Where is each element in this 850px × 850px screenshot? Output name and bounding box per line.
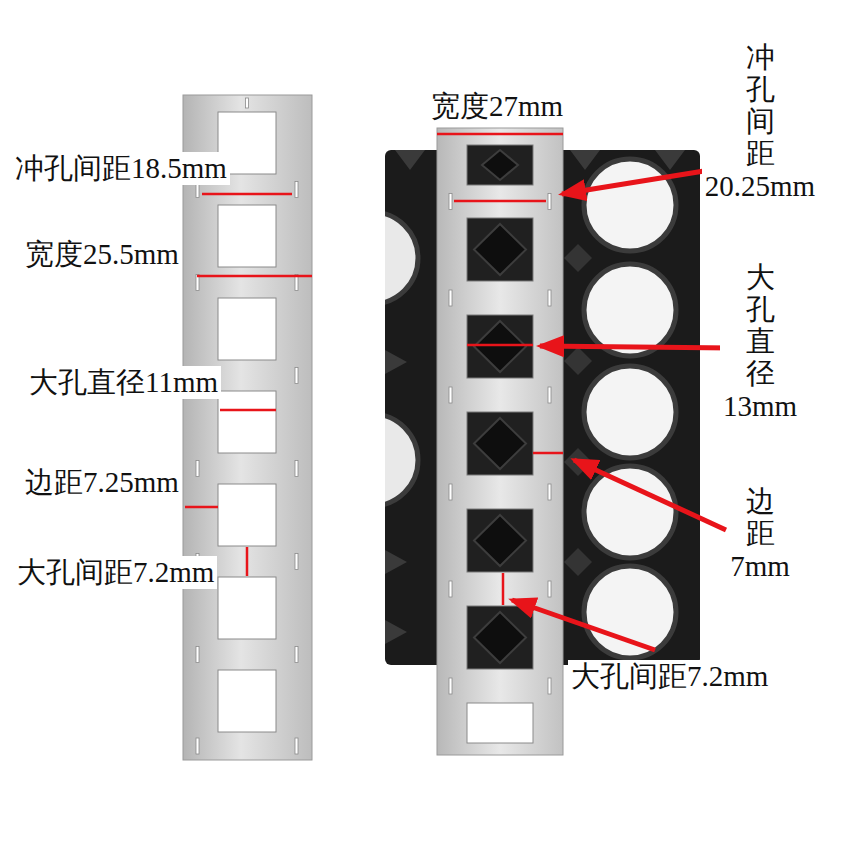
- label-character: 孔: [746, 74, 775, 106]
- punch-slot: [295, 738, 298, 754]
- holder-rib: [474, 612, 526, 663]
- dimension-line: [533, 452, 563, 455]
- punch-slot: [449, 484, 452, 500]
- square-hole: [467, 703, 533, 743]
- label-character: 边: [746, 486, 775, 518]
- square-hole: [218, 205, 276, 267]
- square-hole: [218, 577, 276, 639]
- square-hole: [467, 218, 533, 281]
- dimension-label: 宽度25.5mm: [22, 238, 182, 271]
- holder-rib: [385, 550, 407, 574]
- holder-rib: [385, 350, 407, 374]
- square-hole: [218, 484, 276, 546]
- label-character: 距: [746, 138, 775, 170]
- dimension-label: 大孔直径11mm: [26, 366, 221, 399]
- square-hole: [467, 606, 533, 669]
- nickel-strip: [183, 95, 312, 760]
- holder-rib: [474, 515, 526, 566]
- callout-arrow: [540, 346, 732, 348]
- cell-opening: [584, 159, 676, 251]
- label-character: 大: [746, 262, 775, 294]
- cell-opening: [584, 466, 676, 558]
- punch-slot: [449, 387, 452, 403]
- holder-rib: [564, 347, 592, 375]
- dimension-line: [197, 275, 312, 278]
- punch-slot: [449, 581, 452, 597]
- nickel-strip: [437, 128, 563, 755]
- dimension-label: 边距7.25mm: [22, 466, 182, 499]
- punch-slot: [196, 461, 199, 477]
- holder-rib: [564, 244, 592, 272]
- dimension-line: [220, 409, 276, 412]
- punch-slot: [196, 738, 199, 754]
- dimension-line: [454, 200, 546, 203]
- punch-slot: [449, 194, 452, 210]
- dimension-line: [502, 573, 505, 605]
- punch-slot: [449, 678, 452, 694]
- punch-slot: [548, 678, 551, 694]
- dimension-label: 大孔间距7.2mm: [14, 556, 217, 589]
- punch-slot: [449, 290, 452, 306]
- holder-rib: [474, 224, 526, 275]
- label-number: 7mm: [730, 550, 790, 583]
- label-character: 直: [746, 326, 775, 358]
- square-hole: [218, 391, 276, 453]
- cell-opening: [584, 566, 676, 658]
- dimension-line: [437, 133, 563, 136]
- cell-opening: [584, 366, 676, 458]
- holder-rib: [395, 150, 425, 170]
- punch-slot: [246, 98, 249, 108]
- cell-opening: [584, 264, 676, 356]
- label-character: 间: [746, 106, 775, 138]
- punch-slot: [295, 554, 298, 570]
- dimension-line: [467, 344, 533, 347]
- holder-rib: [482, 150, 518, 180]
- punch-slot: [548, 387, 551, 403]
- square-hole: [467, 412, 533, 475]
- label-character: 径: [746, 358, 775, 390]
- punch-slot: [295, 182, 298, 198]
- punch-slot: [548, 484, 551, 500]
- square-hole: [218, 298, 276, 360]
- label-number: 13mm: [723, 390, 797, 423]
- dimension-label: 边距7mm: [727, 484, 793, 585]
- dimension-line: [246, 547, 249, 576]
- punch-slot: [548, 290, 551, 306]
- square-hole: [467, 315, 533, 378]
- dimension-label: 大孔间距7.2mm: [568, 660, 771, 693]
- punch-slot: [548, 581, 551, 597]
- callout-arrow: [574, 460, 726, 530]
- punch-slot: [548, 194, 551, 210]
- holder-rib: [570, 150, 600, 170]
- holder-rib: [655, 150, 685, 170]
- square-hole: [218, 670, 276, 732]
- punch-slot: [196, 647, 199, 663]
- dimension-label: 宽度27mm: [428, 90, 566, 123]
- cell-opening: [385, 414, 418, 506]
- label-character: 孔: [746, 294, 775, 326]
- dimension-label: 冲孔间距20.25mm: [702, 40, 818, 205]
- dimension-line: [202, 193, 292, 196]
- punch-slot: [295, 647, 298, 663]
- dimension-label: 大孔直径13mm: [720, 260, 800, 425]
- label-character: 距: [746, 518, 775, 550]
- cell-opening: [385, 212, 418, 304]
- dimension-label: 冲孔间距18.5mm: [12, 152, 230, 185]
- holder-rib: [474, 321, 526, 372]
- dimension-line: [185, 506, 218, 509]
- square-hole: [467, 509, 533, 572]
- label-number: 20.25mm: [705, 170, 815, 203]
- holder-rib: [564, 548, 592, 576]
- punch-slot: [295, 461, 298, 477]
- callout-arrow: [512, 600, 655, 650]
- label-character: 冲: [746, 42, 775, 74]
- punch-slot: [295, 368, 298, 384]
- holder-rib: [385, 620, 407, 644]
- holder-rib: [474, 418, 526, 469]
- square-hole: [467, 145, 533, 185]
